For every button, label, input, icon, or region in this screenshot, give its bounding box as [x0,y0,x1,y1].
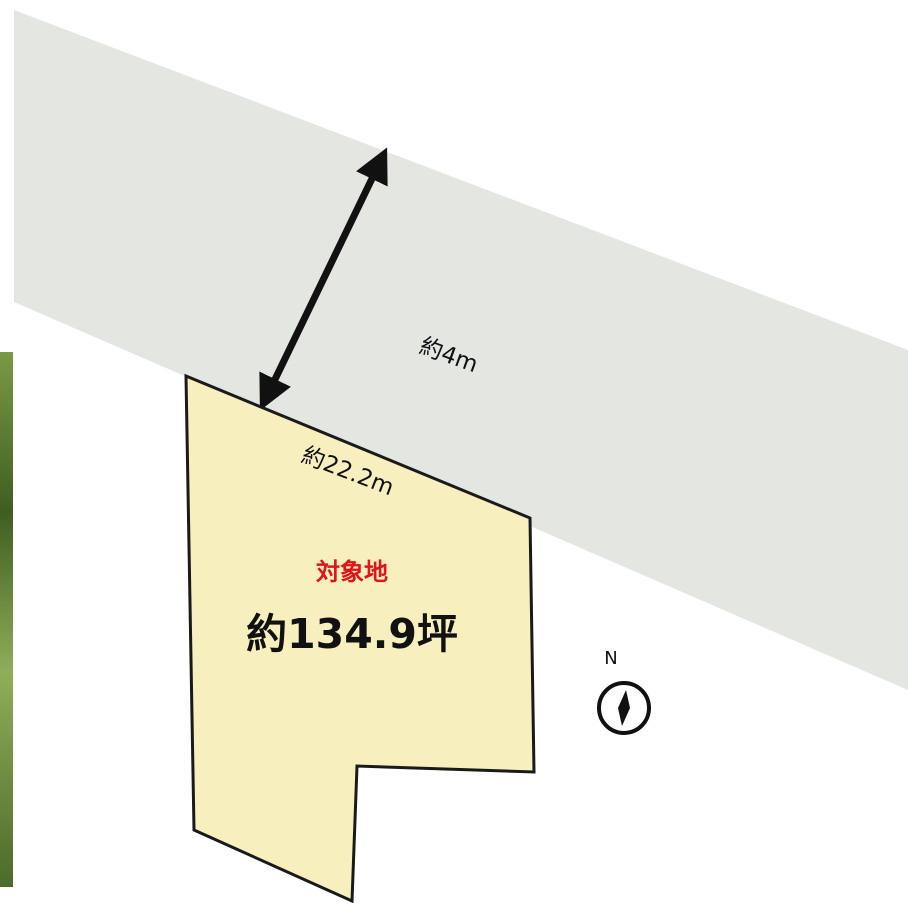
compass-needle-icon [618,690,630,726]
north-compass: N [597,648,651,735]
vegetation-photo-edge [0,352,13,887]
lot-area-label: 約134.9坪 [246,610,458,658]
lot-title: 対象地 [316,558,388,586]
target-lot [184,373,536,904]
road-area [14,10,908,690]
road-width-arrow [259,147,388,411]
compass-north-label: N [604,648,617,669]
